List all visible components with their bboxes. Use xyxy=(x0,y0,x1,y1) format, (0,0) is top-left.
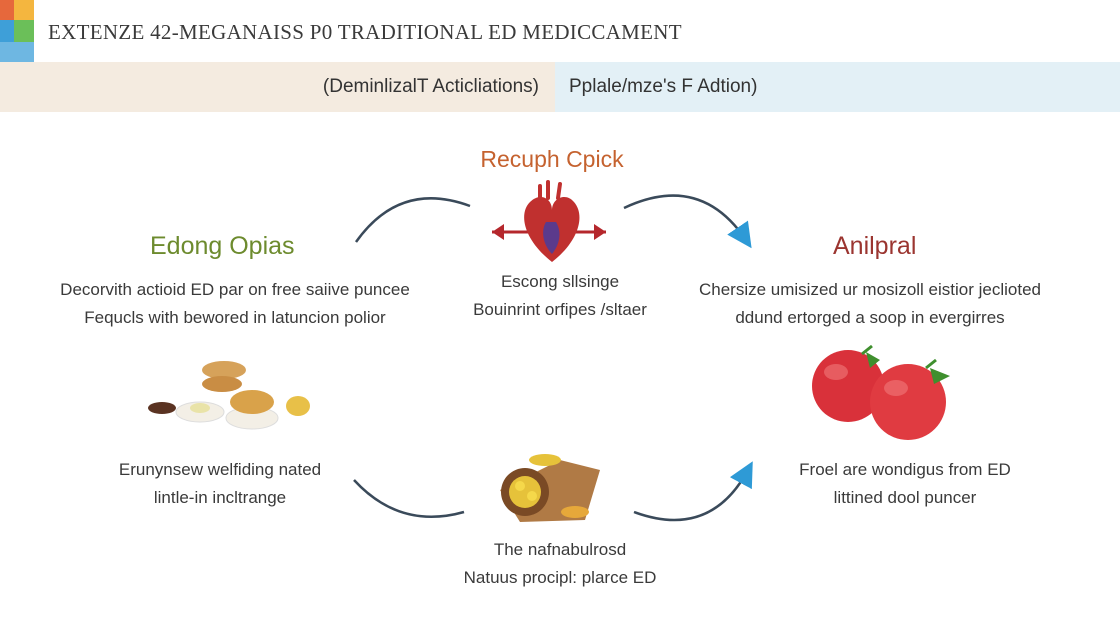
right-text: Chersize umisized ur mosizoll eistior je… xyxy=(660,276,1080,332)
root-bundle-icon xyxy=(500,454,600,522)
logo-icon xyxy=(0,0,34,62)
bottom-left-text: Erunynsew welfiding nated lintle-in incl… xyxy=(90,456,350,512)
arrow-top-right xyxy=(623,194,752,249)
bottom-right-text: Froel are wondigus from ED littined dool… xyxy=(750,456,1060,512)
tomato-icon xyxy=(812,344,950,440)
right-text-line-2: ddund ertorged a soop in evergirres xyxy=(735,308,1005,327)
left-heading: Edong Opias xyxy=(150,232,295,260)
left-text-line-1: Decorvith actioid ED par on free saiive … xyxy=(60,280,410,299)
bottom-center-text-line-1: The nafnabulrosd xyxy=(493,540,627,559)
arrow-bottom-left xyxy=(353,479,465,518)
right-text-line-1: Chersize umisized ur mosizoll eistior je… xyxy=(698,280,1041,299)
bottom-left-text-line-1: Erunynsew welfiding nated xyxy=(118,460,322,479)
center-heading: Recuph Cpick xyxy=(480,146,624,172)
arrow-top-left xyxy=(354,197,471,243)
right-heading: Anilpral xyxy=(833,232,917,260)
band-right-label: Pplale/mze's F Adtion) xyxy=(569,76,758,97)
page-title: EXTENZE 42-MEGANAISS P0 TRADITIONAL ED M… xyxy=(48,20,682,44)
bottom-right-text-line-2: littined dool puncer xyxy=(833,488,977,507)
band-left: (DeminlizalT Acticliations) xyxy=(0,62,555,112)
heart-icon xyxy=(492,180,606,262)
band-left-label: (DeminlizalT Acticliations) xyxy=(322,76,539,97)
bottom-left-text-line-2: lintle-in incltrange xyxy=(153,488,287,507)
left-text-line-2: Fequcls with bewored in latuncion polior xyxy=(84,308,386,327)
snack-bowls-icon xyxy=(148,361,310,430)
bottom-center-text-line-2: Natuus procipl: plarce ED xyxy=(463,568,657,587)
arrow-bottom-right xyxy=(633,461,753,522)
center-text: Escong sllsinge Bouinrint orfipes /sltae… xyxy=(410,268,710,324)
center-text-line-2: Bouinrint orfipes /sltaer xyxy=(473,300,647,319)
left-text: Decorvith actioid ED par on free saiive … xyxy=(20,276,450,332)
bottom-right-text-line-1: Froel are wondigus from ED xyxy=(799,460,1011,479)
band-right: Pplale/mze's F Adtion) xyxy=(555,62,1120,112)
bottom-center-text: The nafnabulrosd Natuus procipl: plarce … xyxy=(420,536,700,592)
center-text-line-1: Escong sllsinge xyxy=(500,272,620,291)
